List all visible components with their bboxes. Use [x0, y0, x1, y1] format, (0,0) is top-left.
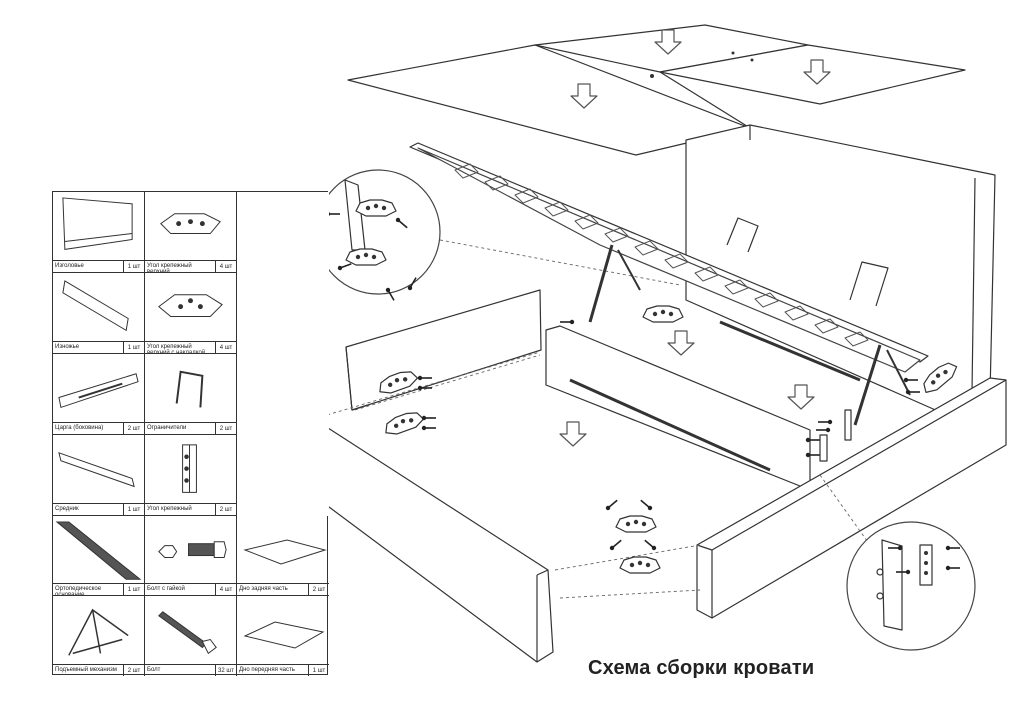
part-cell: Царга (боковина) 2 шт — [53, 354, 145, 435]
part-cell: Ортопедическое основание 1 шт — [53, 516, 145, 596]
lift-mechanism-icon — [68, 608, 129, 656]
front-bottom-panel-icon — [243, 621, 325, 649]
part-name: Средник — [55, 506, 79, 512]
part-qty: 2 шт — [308, 584, 329, 595]
rear-bottom-panel-icon — [243, 539, 327, 565]
part-name: Царга (боковина) — [55, 425, 104, 431]
side-rail-icon — [58, 373, 139, 409]
part-qty: 1 шт — [123, 504, 144, 515]
part-name: Болт с гайкой — [147, 586, 185, 592]
part-qty: 1 шт — [123, 584, 144, 595]
part-qty: 4 шт — [215, 342, 236, 353]
mounting-angle-icon — [182, 444, 197, 493]
part-cell: Угол крепежный верхний 4 шт — [145, 192, 237, 273]
center-beam-icon — [58, 452, 135, 488]
corner-bracket-icon — [160, 213, 221, 235]
bottom-boards — [347, 24, 966, 156]
corner-bracket-plate-icon — [158, 294, 223, 318]
part-qty: 1 шт — [123, 342, 144, 353]
part-qty: 32 шт — [215, 665, 236, 676]
part-qty: 4 шт — [215, 261, 236, 272]
limiter-icon — [175, 370, 204, 408]
part-qty: 1 шт — [308, 665, 329, 676]
part-name: Изножье — [55, 344, 80, 350]
part-cell: Дно передняя часть 1 шт — [237, 596, 329, 676]
slatted-base — [409, 142, 929, 426]
part-cell: Средник 1 шт — [53, 435, 145, 516]
part-qty: 2 шт — [215, 504, 236, 515]
parts-table: Изголовье 1 шт Угол крепежный верхний 4 шт… — [52, 191, 329, 676]
brackets — [375, 305, 961, 574]
page-title: Схема сборки кровати — [588, 657, 815, 679]
detail-circle-bottom — [846, 521, 976, 651]
part-name: Дно передняя часть — [239, 667, 295, 673]
part-qty: 2 шт — [123, 665, 144, 676]
assembly-lines — [309, 239, 871, 599]
bolt-nut-icon — [158, 541, 227, 559]
part-cell: Болт 32 шт — [145, 596, 237, 676]
bolt-icon — [158, 611, 217, 655]
part-qty: 2 шт — [215, 423, 236, 434]
part-cell: Угол крепежный 2 шт — [145, 435, 237, 516]
part-name: Угол крепежный верхний — [147, 263, 192, 272]
part-name: Угол крепежный — [147, 506, 192, 512]
part-cell: Угол крепежный верхний с накладкой 4 шт — [145, 273, 237, 354]
part-cell: Изголовье 1 шт — [53, 192, 145, 273]
right-rail — [696, 377, 1007, 619]
part-cell: Болт с гайкой 4 шт — [145, 516, 237, 596]
part-qty: 4 шт — [215, 584, 236, 595]
part-cell: Дно задняя часть 2 шт — [237, 516, 329, 596]
part-name: Ортопедическое основание — [55, 586, 102, 595]
table-empty-area — [237, 192, 329, 516]
middle-rail — [545, 320, 861, 491]
part-name: Ограничители — [147, 425, 187, 431]
orthopedic-base-icon — [55, 521, 142, 580]
part-name: Угол крепежный верхний с накладкой — [147, 344, 206, 353]
part-name: Подъемный механизм — [55, 667, 117, 673]
part-cell: Изножье 1 шт — [53, 273, 145, 354]
headboard-icon — [62, 197, 133, 250]
part-qty: 2 шт — [123, 423, 144, 434]
part-name: Болт — [147, 667, 161, 673]
footboard-icon — [62, 280, 129, 332]
part-cell: Подъемный механизм 2 шт — [53, 596, 145, 676]
part-name: Изголовье — [55, 263, 84, 269]
part-qty: 1 шт — [123, 261, 144, 272]
part-cell: Ограничители 2 шт — [145, 354, 237, 435]
detail-circle-top — [315, 169, 441, 303]
part-name: Дно задняя часть — [239, 586, 288, 592]
left-rail — [345, 289, 542, 411]
